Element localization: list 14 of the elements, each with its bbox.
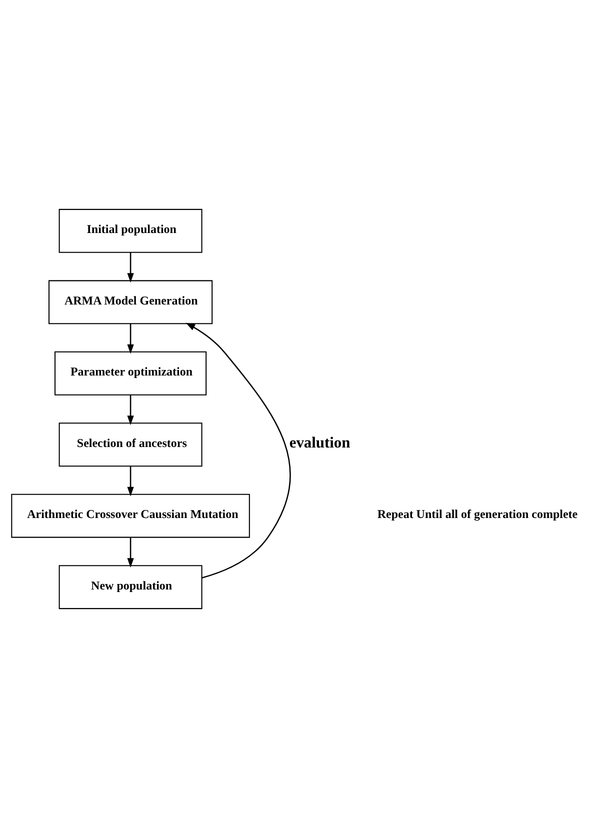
arrow [127,395,134,426]
label: Repeat Until all of generation complete [377,507,578,522]
node-box: Arithmetic Crossover Caussian Mutation [11,494,250,538]
arrow [186,322,291,578]
node-box: Selection of ancestors [58,422,202,467]
node-box: Parameter optimization [54,351,207,396]
arrow [127,466,134,496]
edge-label: evalution [289,434,350,452]
arrow [127,324,134,354]
arrow [127,252,134,283]
node-box: New population [58,565,202,610]
node-box: ARMA Model Generation [48,280,213,324]
node-box: Initial population [58,208,202,253]
arrow [127,538,134,568]
